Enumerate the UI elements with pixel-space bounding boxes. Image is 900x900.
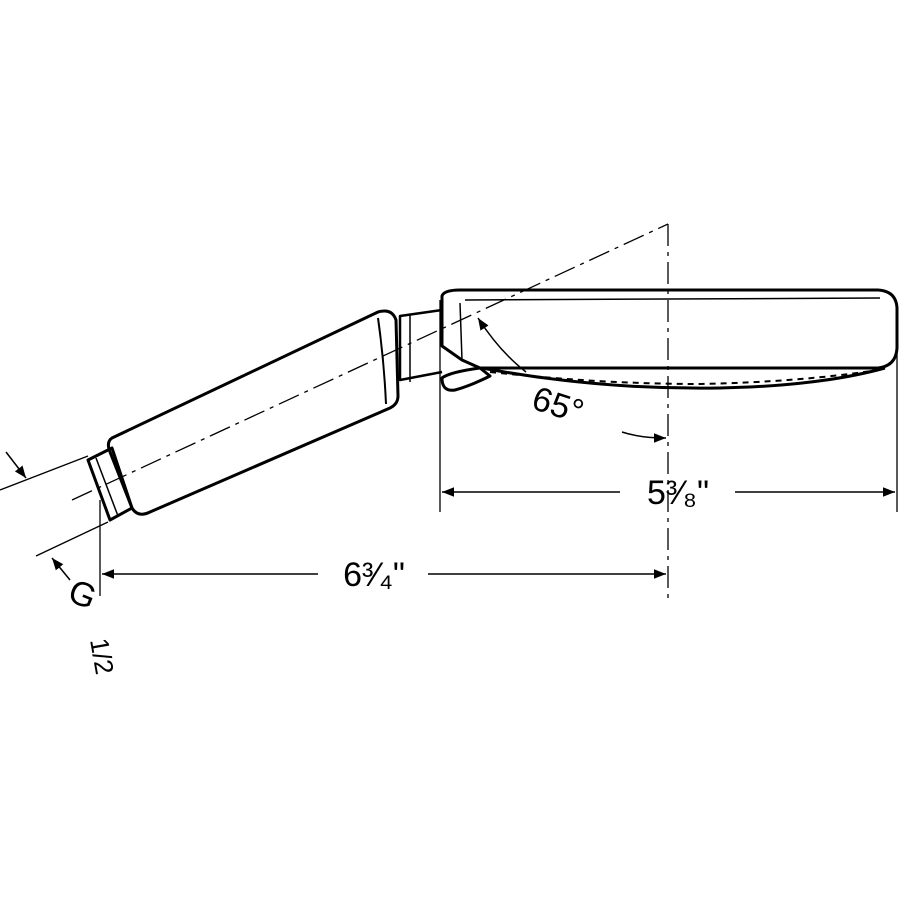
overall-length-label: 6³⁄₄" bbox=[343, 556, 405, 594]
angle-label: 65° bbox=[528, 379, 589, 431]
shower-head bbox=[398, 288, 899, 392]
handle bbox=[86, 309, 400, 522]
center-lines bbox=[71, 223, 669, 598]
dimension-head-width: 5³⁄₈" bbox=[442, 474, 895, 512]
thread-value-label: 1/2 bbox=[84, 636, 120, 677]
dimension-overall-length: 6³⁄₄" bbox=[102, 556, 666, 594]
extension-lines bbox=[0, 300, 898, 596]
dimension-thread: G 1/2 bbox=[5, 451, 120, 677]
head-width-label: 5³⁄₈" bbox=[647, 474, 709, 512]
dimension-angle: 65° bbox=[477, 317, 667, 443]
